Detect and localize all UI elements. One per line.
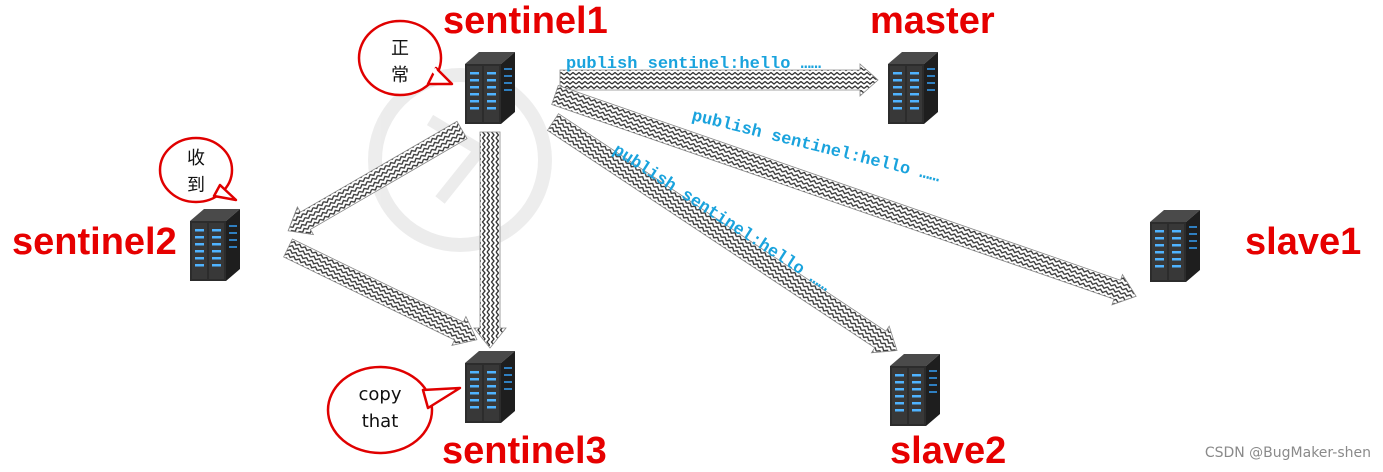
arrow-sentinel1-to-sentinel3 <box>473 131 507 349</box>
bubble-sentinel2-line1: 收 <box>187 148 205 169</box>
slave1-label: slave1 <box>1245 221 1362 263</box>
arrow-sentinel2-to-sentinel3 <box>283 238 478 346</box>
bubble-text-sentinel2: 收 到 <box>181 145 211 199</box>
bubble-sentinel2-speech-bubble-icon <box>158 136 238 204</box>
slave2-label: slave2 <box>890 430 1007 472</box>
bubble-sentinel2-line2: 到 <box>187 175 205 196</box>
slave1-server-icon <box>1150 210 1200 282</box>
arrow-sentinel1-to-master <box>559 63 879 97</box>
master-label: master <box>870 0 995 42</box>
sentinel1-label: sentinel1 <box>443 0 608 42</box>
arrows-group <box>283 63 1137 354</box>
slave2-server-icon <box>890 354 940 426</box>
bubble-sentinel3-speech-bubble-icon <box>326 365 462 455</box>
bubble-sentinel1-line1: 正 <box>391 38 409 59</box>
arrow-sentinel1-to-slave2 <box>546 113 898 354</box>
message-to-master: publish sentinel:hello …… <box>566 55 822 74</box>
bubble-sentinel1-speech-bubble-icon <box>357 19 454 97</box>
sentinel2-server-icon <box>190 209 240 281</box>
sentinel3-label: sentinel3 <box>442 430 607 472</box>
csdn-watermark: CSDN @BugMaker-shen <box>1204 445 1371 461</box>
sentinel1-server-icon <box>465 52 515 124</box>
master-server-icon <box>888 52 938 124</box>
bubble-sentinel3-line2: that <box>361 411 399 432</box>
bubble-text-sentinel1: 正 常 <box>385 35 415 89</box>
sentinel2-label: sentinel2 <box>12 221 177 263</box>
arrow-sentinel1-to-sentinel2 <box>287 120 468 236</box>
bubble-sentinel3-line1: copy <box>358 384 402 405</box>
sentinel3-server-icon <box>465 351 515 423</box>
arrow-sentinel1-to-slave1 <box>551 85 1137 306</box>
bubble-sentinel1-line2: 常 <box>391 65 409 86</box>
bubble-text-sentinel3: copy that <box>345 381 415 435</box>
